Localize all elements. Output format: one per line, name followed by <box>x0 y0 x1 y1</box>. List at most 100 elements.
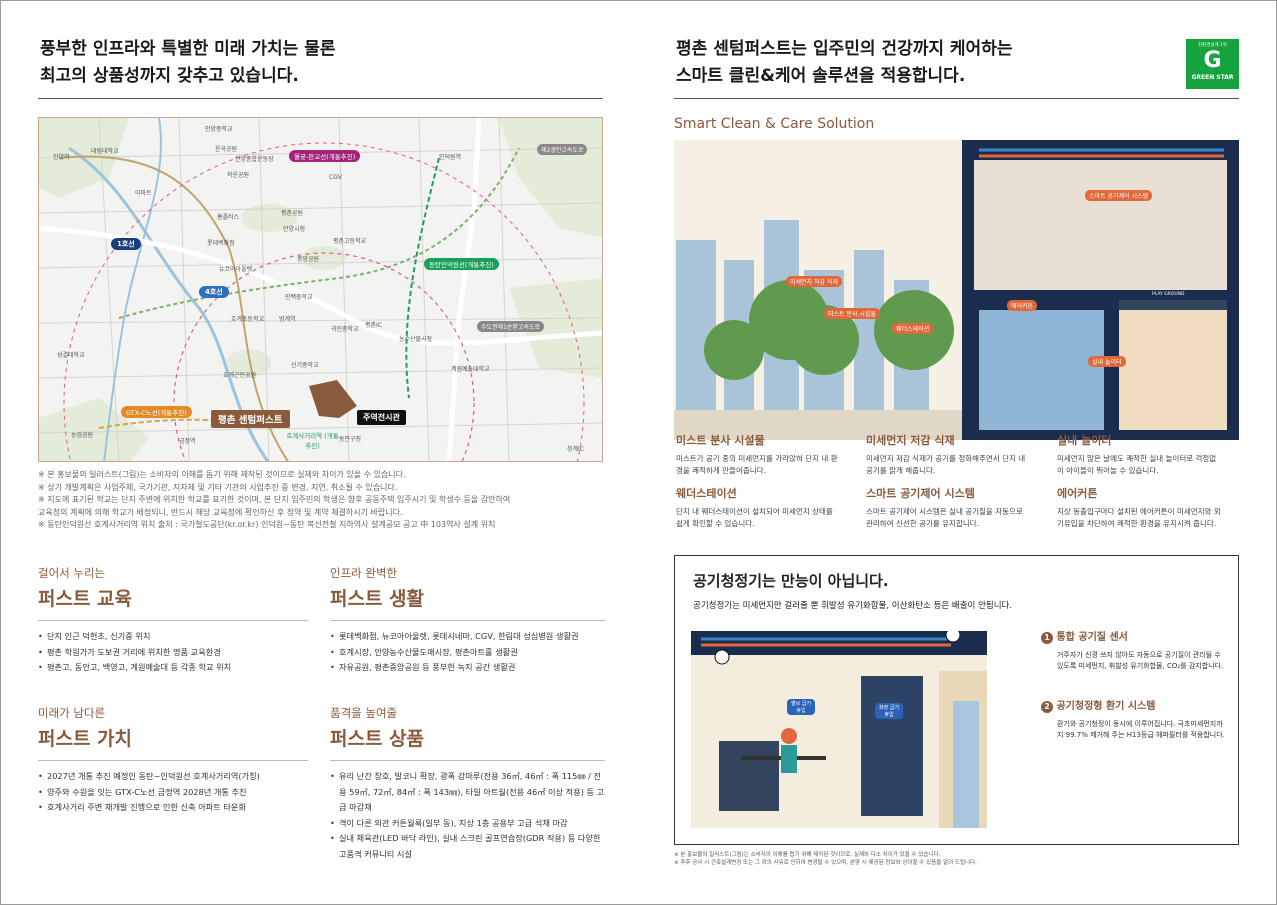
feature-item: 평촌 학원가가 도보권 거리에 위치한 명품 교육환경 <box>38 645 308 661</box>
feature-item: 호계시장, 안양농수산물도매시장, 평촌아트홀 생활권 <box>330 645 605 661</box>
right-heading-line-1: 평촌 센텀퍼스트는 입주민의 건강까지 케어하는 <box>676 39 1013 59</box>
feature-item: 양주와 수원을 잇는 GTX-C노선 금정역 2028년 개통 추진 <box>38 785 308 801</box>
feature-title: 스마트 공기제어 시스템 <box>866 487 975 500</box>
feature-item: 실내 체육관(LED 바닥 라인), 실내 스크린 골프연습장(GDR 적용) … <box>330 831 605 862</box>
feature-tag: 걸어서 누리는 <box>38 566 106 580</box>
feature-title: 퍼스트 교육 <box>38 588 133 610</box>
map-place: 안양중학교 <box>205 126 233 133</box>
map-place: 범계역 <box>279 316 296 323</box>
illus-label: 에어커튼 <box>1007 300 1038 311</box>
item-number: 2 <box>1041 701 1053 713</box>
feature-title: 퍼스트 가치 <box>38 728 133 750</box>
map-wolgot-line: 월곶-판교선(개통추진) <box>289 150 361 162</box>
feature-title: 미세먼지 저감 식재 <box>866 434 955 447</box>
map-place: 안양역 <box>53 154 70 161</box>
feature-desc: 스마트 공기제어 시스템은 실내 공기질을 자동으로 관리하여 신선한 공기를 … <box>866 507 1023 528</box>
right-note: ※ 본 홍보물의 일러스트(그림)는 소비자의 이해를 돕기 위해 제작된 것이… <box>674 852 941 858</box>
clean-care-illustration: 미세먼지 저감 식재 미스트 분사 시설물 웨더스테이션 스마트 공기제어 시스… <box>674 140 1239 440</box>
feature-divider <box>330 620 605 621</box>
feature-item: 단지 인근 덕현초, 신기중 위치 <box>38 629 308 645</box>
map-place: 평촌고등학교 <box>333 238 367 245</box>
ventilation-graphic <box>691 631 987 828</box>
left-note: ※ 본 홍보물의 일러스트(그림)는 소비자의 이해를 돕기 위해 제작된 것이… <box>38 470 406 479</box>
feature-mist: 미스트 분사 시설물 미스트가 공기 중의 미세먼지를 가라앉혀 단지 내 환경… <box>676 432 841 476</box>
feature-tag: 품격을 높여줄 <box>330 706 398 720</box>
feature-title: 미스트 분사 시설물 <box>676 434 765 447</box>
map-place: 신기중학교 <box>291 362 319 369</box>
feature-item: 유리 난간 창호, 발코니 확장, 광폭 강마루(전용 36㎡, 46㎡ : 폭… <box>330 769 605 816</box>
map-place: 평촌IC <box>365 322 382 329</box>
map-place: 계원예술대학교 <box>451 366 490 373</box>
feature-desc: 미세먼지 많은 날에도 쾌적한 실내 놀이터로 걱정없이 아이들이 뛰어놀 수 … <box>1057 454 1217 475</box>
solution-title: Smart Clean & Care Solution <box>674 116 875 132</box>
feature-item: 격이 다른 외관 커튼월룩(일부 동), 지상 1층 공용부 고급 석재 마감 <box>330 816 605 832</box>
feature-title: 퍼스트 상품 <box>330 728 425 750</box>
right-heading: 평촌 센텀퍼스트는 입주민의 건강까지 케어하는 스마트 클린&케어 솔루션을 … <box>676 36 1012 90</box>
map-place: 동안구청 <box>339 436 362 443</box>
feature-item: 자유공원, 평촌중앙공원 등 풍부한 녹지 공간 생활권 <box>330 660 605 676</box>
map-dongtan-line: 동탄인덕원선(개통추진) <box>424 258 499 270</box>
map-place: 중앙공원 <box>297 256 320 263</box>
illus-tag: 화장 급기휴입 <box>875 703 903 719</box>
map-gtx-c: GTX-C노선(개통추진) <box>121 406 192 418</box>
map-hogye-station: 호계사거리역 (개통추진) <box>286 432 339 450</box>
map-project-label: 평촌 센텀퍼스트 <box>211 410 290 428</box>
green-star-badge: 친환경설계 1위 G GREEN STAR <box>1186 39 1239 89</box>
box-item-ventilation: 2 공기청정형 환기 시스템 환기와 공기청정이 동시에 이루어집니다. 극초미… <box>1041 697 1226 741</box>
feature-title: 웨더스테이션 <box>676 487 737 500</box>
feature-desc: 지상 동출입구마다 설치된 에어커튼이 미세먼지와 외기유입을 차단하여 쾌적한… <box>1057 507 1221 528</box>
item-desc: 거주자가 신경 쓰지 않아도 자동으로 공기질이 관리될 수 있도록 미세먼지,… <box>1057 651 1224 670</box>
left-note: ※ 지도에 표기된 학교는 단지 주변에 위치한 학교를 표기한 것이며, 본 … <box>38 495 511 504</box>
left-heading: 풍부한 인프라와 특별한 미래 가치는 물론 최고의 상품성까지 갖추고 있습니… <box>40 36 335 90</box>
map-place: 민백중학교 <box>285 294 313 301</box>
map-place: 농업공원 <box>71 432 94 439</box>
map-place: 금정역 <box>179 438 196 445</box>
air-purifier-box: 공기청정기는 만능이 아닙니다. 공기청정기는 미세먼지만 걸러줄 뿐 휘발성 … <box>674 555 1239 845</box>
map-place: 농수산물시장 <box>399 336 433 343</box>
left-heading-line-1: 풍부한 인프라와 특별한 미래 가치는 물론 <box>40 39 336 59</box>
left-note: 교육청의 계획에 의해 학교가 배정되니, 반드시 해당 교육청에 확인하신 후… <box>38 507 403 517</box>
feature-tag: 인프라 완벽한 <box>330 566 398 580</box>
feature-planting: 미세먼지 저감 식재 미세먼지 저감 식재가 공기를 정화해주면서 단지 내 공… <box>866 432 1031 476</box>
map-place: 롯데백화점 <box>207 240 235 247</box>
feature-title: 에어커튼 <box>1057 487 1098 500</box>
feature-weather: 웨더스테이션 단지 내 웨더스테이션이 설치되어 미세먼지 상태를 쉽게 확인할… <box>676 485 841 529</box>
left-note: ※ 상기 개발계획은 사업주체, 국가기관, 지자체 및 기타 기관의 사업추진… <box>38 482 398 492</box>
left-heading-line-2: 최고의 상품성까지 갖추고 있습니다. <box>40 66 299 86</box>
feature-divider <box>330 760 605 761</box>
feature-air-curtain: 에어커튼 지상 동출입구마다 설치된 에어커튼이 미세먼지와 외기유입을 차단하… <box>1057 485 1222 529</box>
item-number: 1 <box>1041 632 1053 644</box>
map-place: 안양종합운동장 <box>235 156 274 163</box>
map-expressway-2: 제2경인고속도로 <box>537 144 588 155</box>
feature-item: 호계사거리 주변 재개발 진행으로 인한 신축 아파트 타운화 <box>38 800 308 816</box>
right-note: ※ 추후 공사 시 건축설계변경 또는 그 외의 사유로 인하여 변경될 수 있… <box>674 860 977 866</box>
box-title: 공기청정기는 만능이 아닙니다. <box>693 572 889 590</box>
feature-playground: 실내 놀이터 미세먼지 많은 날에도 쾌적한 실내 놀이터로 걱정없이 아이들이… <box>1057 432 1222 476</box>
feature-item: 2027년 개통 추진 예정인 동탄~인덕원선 호계사거리역(가칭) <box>38 769 308 785</box>
map-place: 뉴코아아울렛 <box>219 266 253 273</box>
map-place: 운곡공원 <box>215 146 238 153</box>
map-place: 귀인중학교 <box>331 326 359 333</box>
feature-item: 평촌고, 동안고, 백영고, 계원예술대 등 각종 학교 위치 <box>38 660 308 676</box>
feature-divider <box>38 620 308 621</box>
feature-smart-air: 스마트 공기제어 시스템 스마트 공기제어 시스템은 실내 공기질을 자동으로 … <box>866 485 1031 529</box>
box-subtitle: 공기청정기는 미세먼지만 걸러줄 뿐 휘발성 유기화합물, 이산화탄소 등은 배… <box>693 601 1013 611</box>
map-place: 평촌공원 <box>281 210 304 217</box>
badge-logo: G <box>1203 48 1222 73</box>
map-place: 안양시청 <box>283 226 306 233</box>
ventilation-illustration: 밸브 급기휴입 화장 급기휴입 <box>691 631 987 828</box>
map-place: CGV <box>329 174 342 181</box>
map-line-1: 1호선 <box>111 238 141 250</box>
map-line-4: 4호선 <box>199 286 229 298</box>
map-place: 학운공원 <box>227 172 250 179</box>
right-divider <box>674 98 1239 99</box>
feature-desc: 미스트가 공기 중의 미세먼지를 가라앉혀 단지 내 환경을 쾌적하게 만들어줍… <box>676 454 838 475</box>
map-expressway-1: 수도권제1순환고속도로 <box>477 321 545 332</box>
left-divider <box>38 98 603 99</box>
item-title: 공기청정형 환기 시스템 <box>1056 701 1156 712</box>
feature-tag: 미래가 남다른 <box>38 706 106 720</box>
illus-label: PLAY GROUND <box>1152 292 1185 297</box>
map-graphic <box>39 118 602 461</box>
item-desc: 환기와 공기청정이 동시에 이루어집니다. 극초미세먼지까지 99.7% 제거해… <box>1057 720 1225 739</box>
illustration-graphic <box>674 140 1239 440</box>
